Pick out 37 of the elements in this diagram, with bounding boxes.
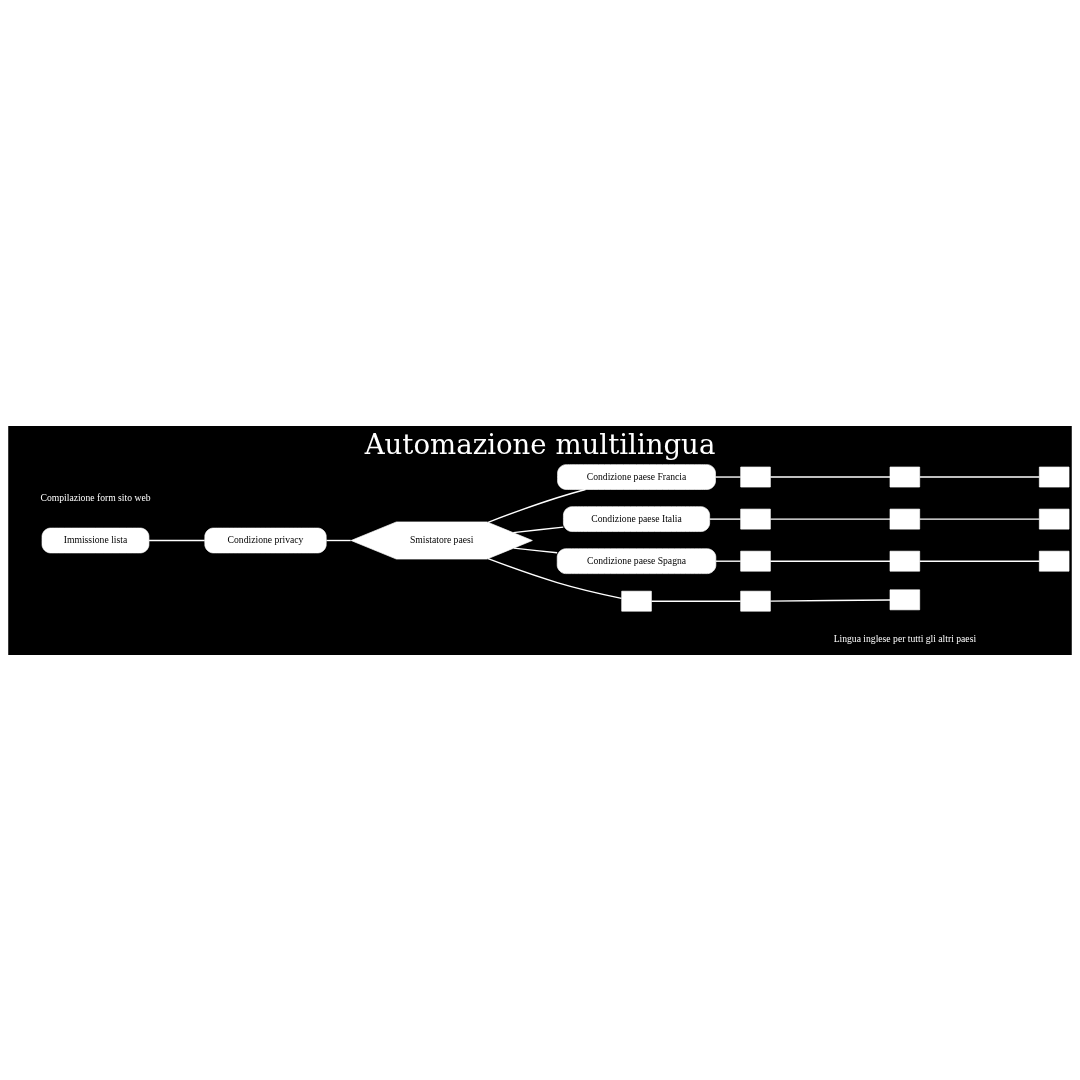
connector <box>709 517 742 520</box>
node-envelope <box>740 550 771 572</box>
connector <box>325 539 352 541</box>
connector <box>769 475 891 478</box>
node-envelope <box>740 590 771 612</box>
node-envelope <box>889 466 921 487</box>
connector <box>919 475 1041 478</box>
node-box: Immissione lista <box>41 527 150 553</box>
connector <box>487 557 623 599</box>
node-envelope <box>889 508 921 529</box>
connector <box>487 488 587 523</box>
node-box: Condizione paese Italia <box>563 505 710 532</box>
node-envelope <box>740 466 771 487</box>
connector <box>148 539 206 541</box>
node-envelope <box>740 508 771 529</box>
node-box: Condizione paese Francia <box>557 463 716 490</box>
label: Compilazione form sito web <box>40 491 151 503</box>
diagram-title: Automazione multilingua <box>364 427 716 461</box>
node-envelope <box>1039 550 1070 572</box>
node-envelope <box>889 588 921 610</box>
connector <box>919 517 1041 520</box>
node-envelope <box>1039 508 1070 529</box>
connector <box>714 475 742 478</box>
connector <box>715 560 742 562</box>
connector <box>769 517 891 520</box>
node-envelope <box>889 550 921 572</box>
connector <box>769 560 891 562</box>
connector <box>919 560 1041 562</box>
connector <box>769 598 891 602</box>
node-box: Condizione paese Spagna <box>556 547 717 574</box>
label: Lingua inglese per tutti gli altri paesi <box>833 632 977 644</box>
node-box: Condizione privacy <box>204 527 327 553</box>
node-envelope <box>1039 466 1070 487</box>
connector <box>512 525 564 533</box>
connector <box>513 546 558 553</box>
connector <box>650 600 742 602</box>
node-envelope <box>621 590 652 612</box>
